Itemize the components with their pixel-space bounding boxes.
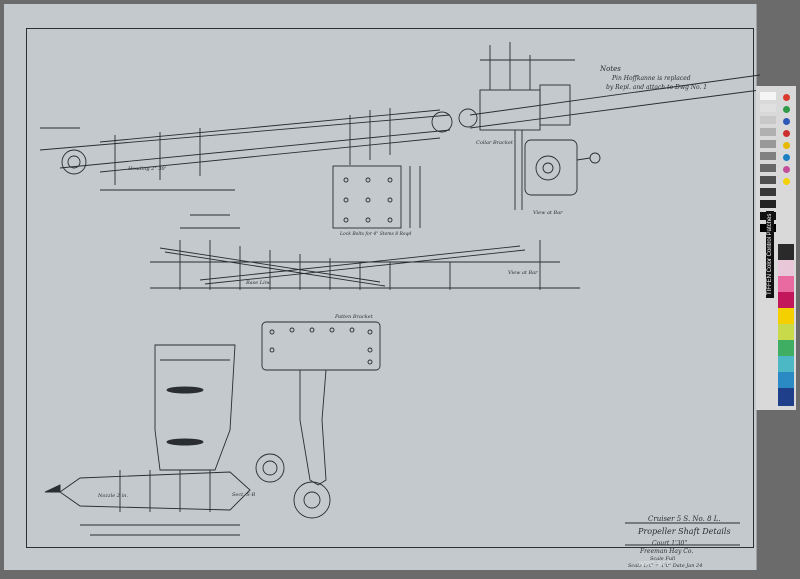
drawing-border (26, 28, 754, 548)
color-dot (783, 178, 790, 185)
label-nozzle: Nozzle 2 in. (98, 493, 128, 499)
gray-step (760, 188, 776, 196)
label-lock-bolts: Lock Bolts for 4" Stems 8 Reqd (340, 232, 412, 237)
label-view-b: View at Bar (508, 270, 538, 276)
color-control-strip (756, 86, 796, 410)
title-line-2: Propeller Shaft Details (638, 527, 731, 536)
bracket-view (524, 139, 578, 196)
label-base-line: Base Line (246, 280, 271, 286)
label-view-a: View at Bar (533, 210, 563, 216)
title-line-4: Freeman Hay Co. (640, 548, 694, 555)
color-patch (778, 324, 794, 342)
notes-line-1: Pin Hoffkanne is replaced (612, 75, 691, 82)
color-dot (783, 142, 790, 149)
color-patch (778, 340, 794, 358)
tapered-strut (154, 344, 236, 471)
gray-step (760, 140, 776, 148)
title-line-6: Scale 1/4" = 1'0" Date Jan 24 (628, 563, 703, 569)
gray-step (760, 200, 776, 208)
shaft-line (39, 114, 451, 151)
color-patch (778, 244, 794, 262)
label-patten: Patten Bracket (335, 314, 373, 320)
color-patch (778, 292, 794, 310)
label-section: Sect. S-B (232, 492, 256, 498)
gray-step (760, 164, 776, 172)
title-line-1: Cruiser 5 S. No. 8 L. (648, 515, 721, 523)
color-dot (783, 94, 790, 101)
notes-line-2: by Repl. and attach to Dwg No. 1 (606, 84, 708, 91)
color-dot (783, 118, 790, 125)
color-dot (783, 106, 790, 113)
color-patch (778, 356, 794, 374)
color-dot (783, 130, 790, 137)
color-patch (778, 372, 794, 390)
label-heading: Heading 2° 30' (128, 166, 167, 172)
color-patch (778, 276, 794, 294)
gray-step (760, 128, 776, 136)
gray-step (760, 104, 776, 112)
gray-step (760, 116, 776, 124)
patten-bracket (261, 321, 381, 371)
notes-heading: Notes (600, 65, 621, 73)
gray-step (760, 176, 776, 184)
catalog-number: WRD-94 E (638, 561, 672, 568)
color-dot (783, 166, 790, 173)
bolt-plate (332, 165, 402, 229)
gray-step (760, 152, 776, 160)
strut-arm (299, 369, 327, 486)
color-patch (778, 260, 794, 278)
title-line-5: Scale Full (650, 556, 676, 562)
color-patch (778, 388, 794, 406)
label-collar-bracket: Collar Bracket (476, 140, 513, 146)
color-bar-brand: TIFFEN Color Control Patches (766, 210, 774, 298)
color-dot (783, 154, 790, 161)
color-patch (778, 308, 794, 326)
shaft-hub (61, 149, 87, 175)
title-line-3: Court 1'30" (652, 540, 688, 547)
propeller-shaft (59, 471, 251, 511)
gray-step (760, 92, 776, 100)
